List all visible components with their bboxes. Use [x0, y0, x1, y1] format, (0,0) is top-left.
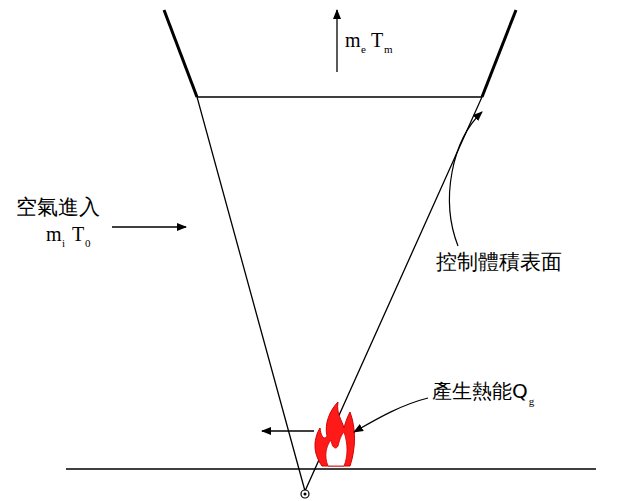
control-volume — [197, 97, 482, 491]
subscript: m — [384, 44, 393, 55]
ground-line — [66, 468, 596, 470]
symbol: T — [72, 224, 84, 244]
subscript: i — [62, 238, 65, 249]
inflow-label: 空氣進入 — [16, 197, 100, 218]
surface-label: 控制體積表面 — [436, 252, 562, 273]
symbol: m — [345, 30, 361, 50]
leader-line — [354, 398, 428, 432]
flame — [315, 402, 355, 466]
symbol: m — [46, 224, 62, 244]
plume-boundary — [482, 10, 516, 97]
subscript: 0 — [85, 238, 91, 249]
heat-label: 產生熱能Q — [432, 381, 528, 401]
leader-line — [450, 112, 482, 246]
heat-arrow — [262, 430, 314, 431]
subscript: g — [529, 396, 535, 407]
subscript: e — [361, 44, 366, 55]
virtual-origin — [304, 493, 307, 496]
plume-boundary — [164, 10, 197, 97]
inflow-arrow — [112, 226, 186, 227]
virtual-origin — [301, 490, 309, 498]
flame-core — [326, 432, 347, 466]
symbol: T — [371, 30, 383, 50]
outflow-arrow — [336, 10, 337, 72]
